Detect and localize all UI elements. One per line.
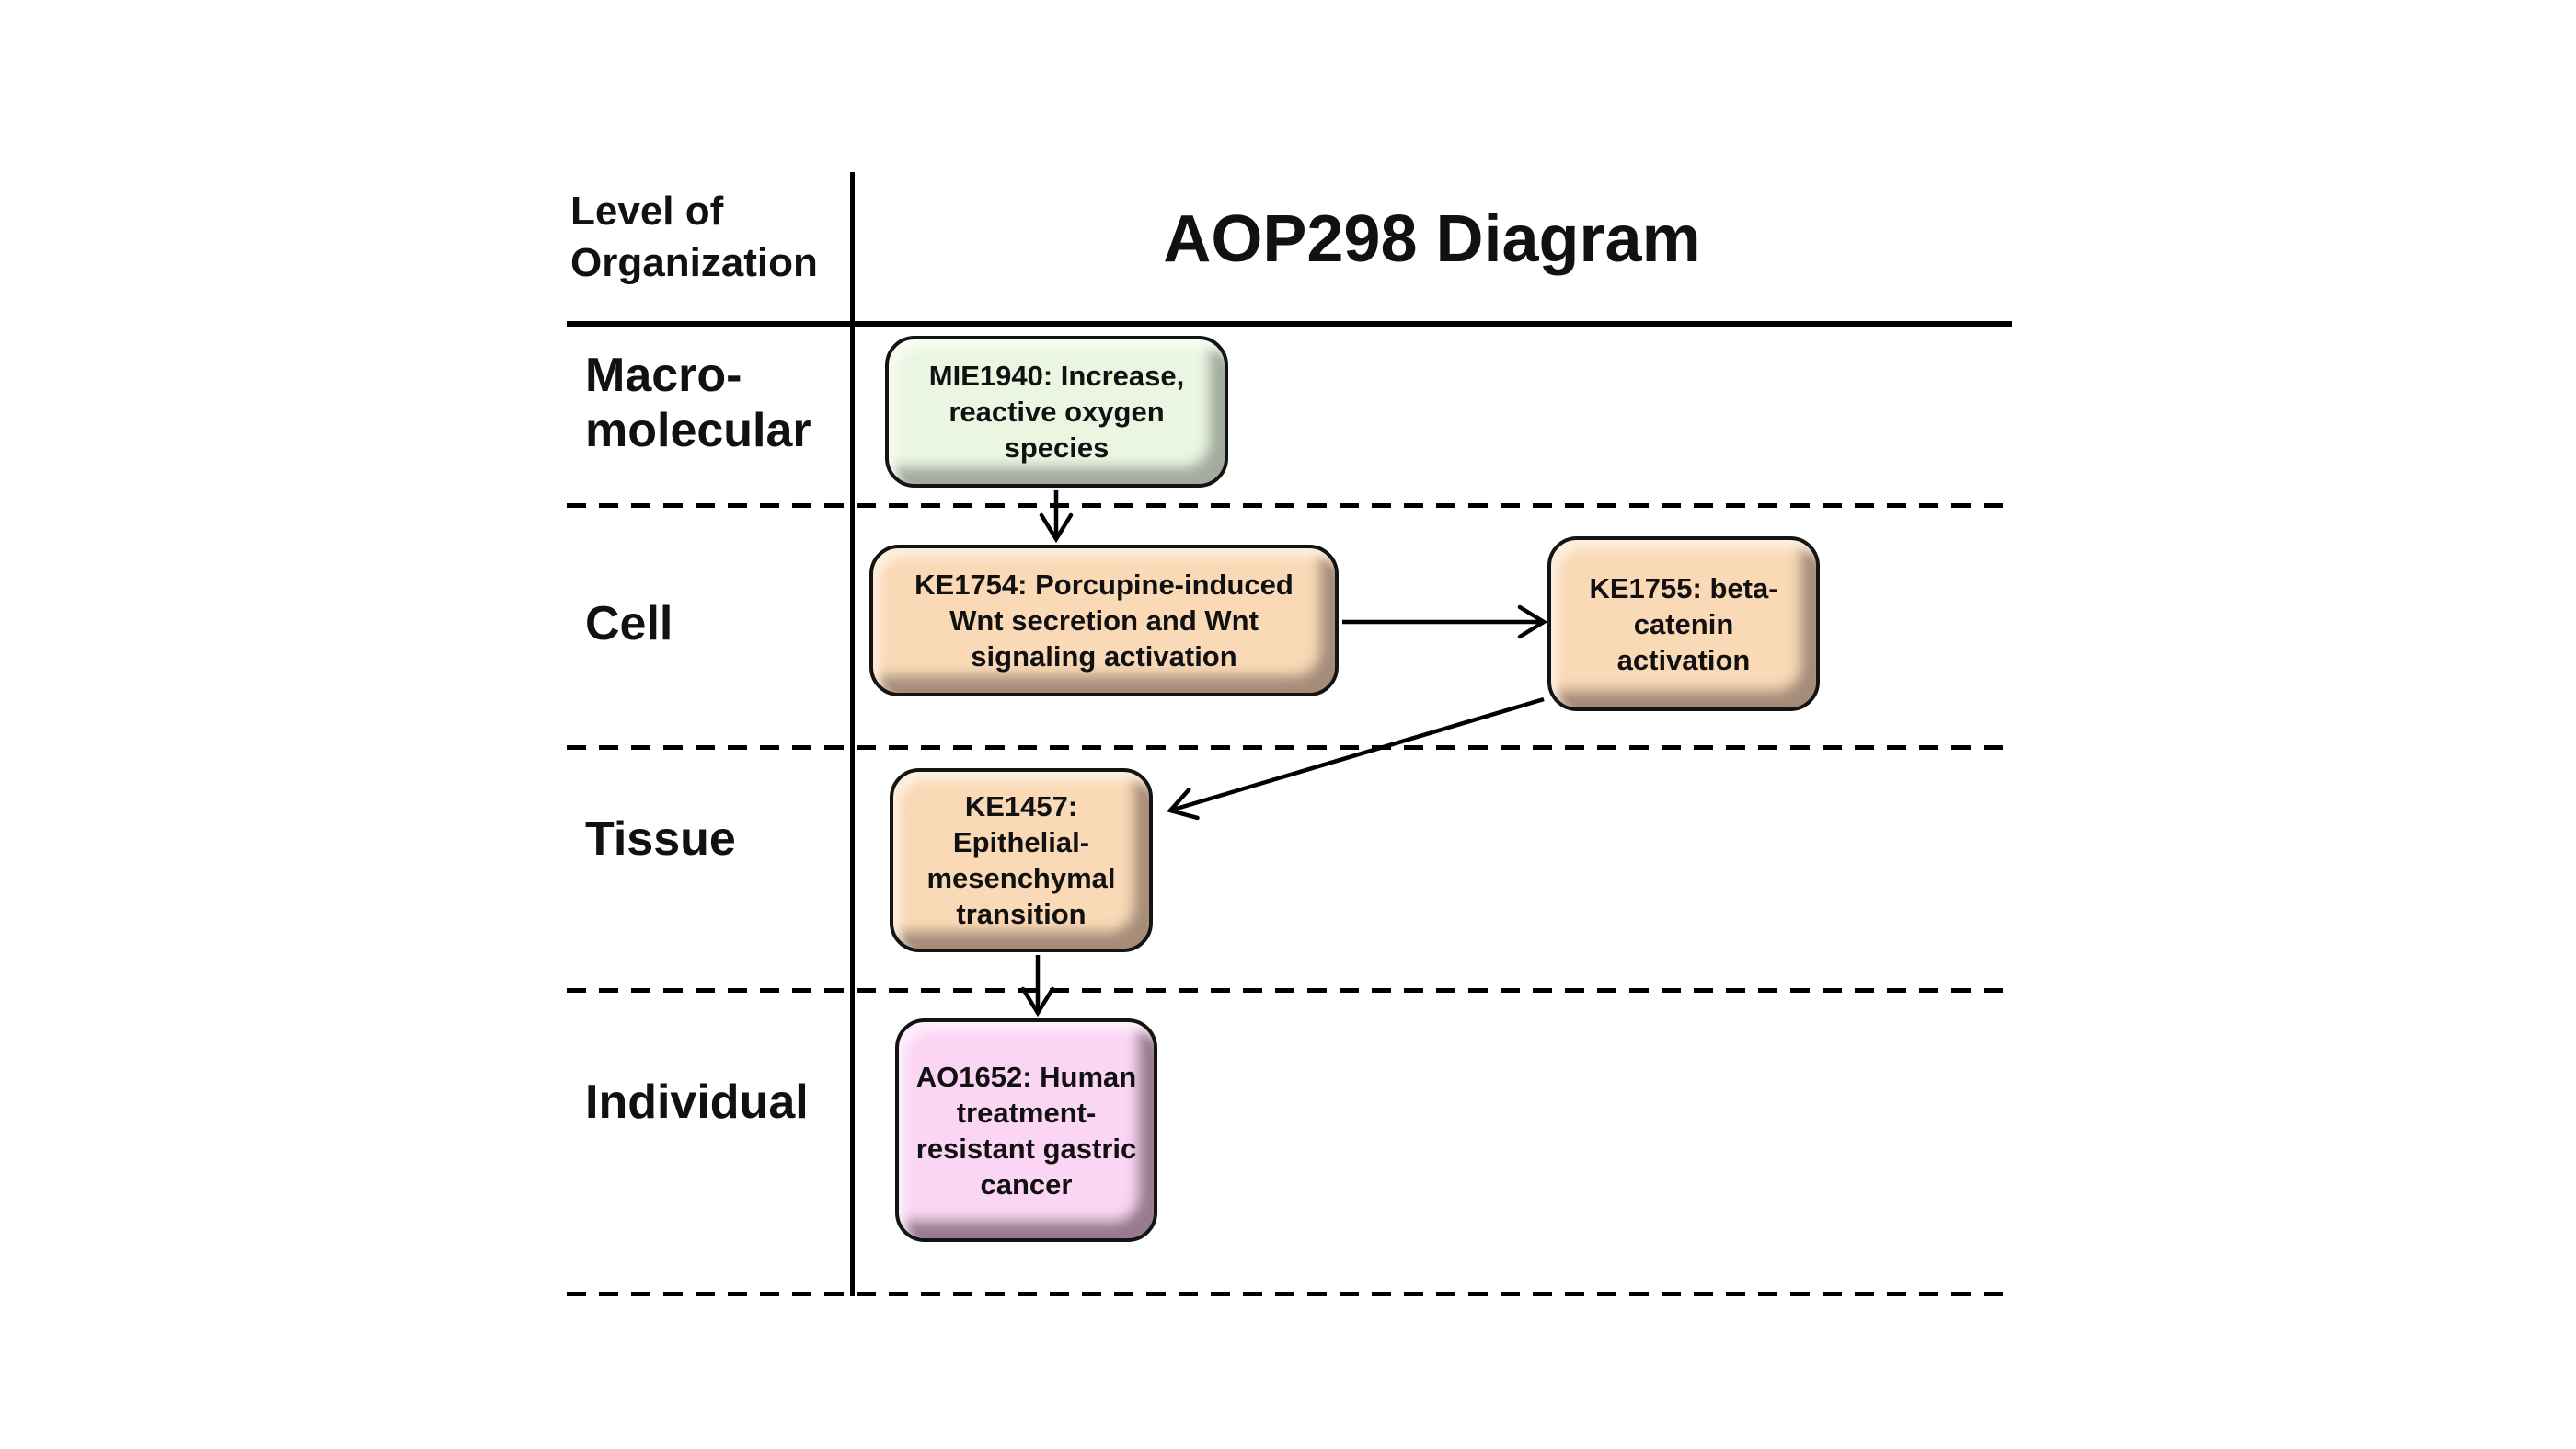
row-label-cell: Cell	[585, 597, 673, 650]
node-mie1940: MIE1940: Increase, reactive oxygen speci…	[885, 336, 1228, 488]
row-divider-tissue-individual	[567, 988, 2012, 993]
node-ke1457-label: KE1457: Epithelial- mesenchymal transiti…	[926, 790, 1116, 930]
column-divider-line	[850, 172, 855, 1296]
node-ao1652: AO1652: Human treatment- resistant gastr…	[895, 1018, 1157, 1242]
row-label-macromolecular: Macro- molecular	[585, 349, 811, 457]
node-ke1755-label: KE1755: beta- catenin activation	[1589, 571, 1778, 676]
node-ke1754: KE1754: Porcupine-induced Wnt secretion …	[869, 545, 1339, 696]
row-label-individual: Individual	[585, 1075, 809, 1129]
node-ao1652-label: AO1652: Human treatment- resistant gastr…	[915, 1060, 1137, 1201]
node-ke1754-label: KE1754: Porcupine-induced Wnt secretion …	[914, 569, 1294, 673]
page-title: AOP298 Diagram	[1163, 202, 1701, 276]
bottom-divider	[567, 1292, 2012, 1296]
edge-KE1755-to-KE1457	[1166, 696, 1545, 821]
node-mie1940-label: MIE1940: Increase, reactive oxygen speci…	[928, 360, 1185, 464]
node-ke1755: KE1755: beta- catenin activation	[1547, 536, 1820, 711]
header-divider-line	[567, 321, 2012, 327]
row-label-tissue: Tissue	[585, 812, 736, 866]
row-divider-cell-tissue	[567, 745, 2012, 750]
level-of-organization-label: Level of Organization	[570, 189, 818, 285]
row-divider-macromolecular-cell	[567, 503, 2012, 508]
node-ke1457: KE1457: Epithelial- mesenchymal transiti…	[890, 768, 1153, 952]
